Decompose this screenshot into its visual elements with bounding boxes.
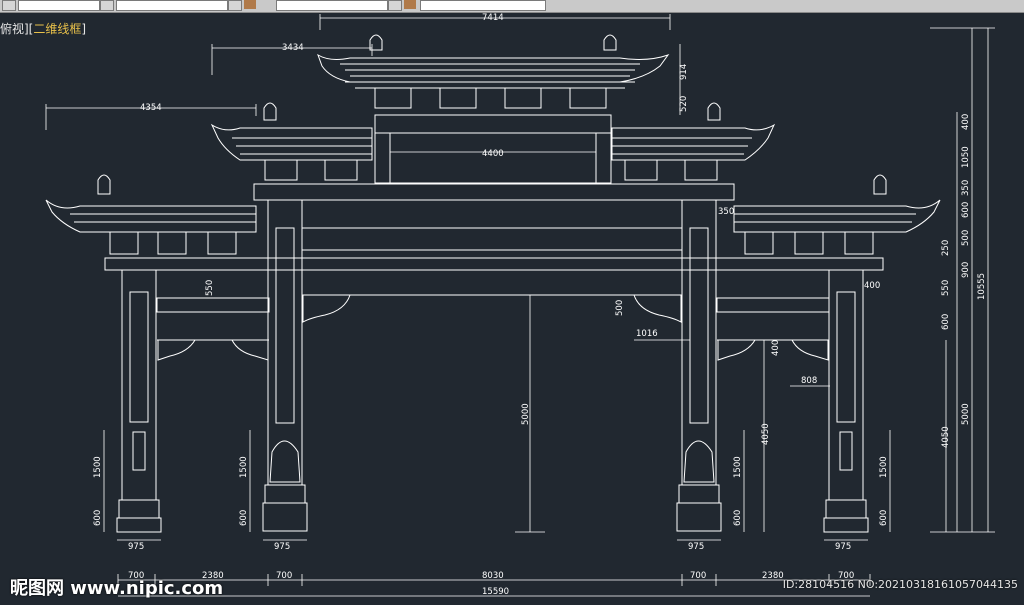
stone-lion-icon [269,440,301,483]
dim-base-600-b: 600 [239,510,249,526]
dim-right-350: 350 [961,180,971,196]
layer-field[interactable] [18,0,100,11]
dimension-lines [45,14,995,597]
dim-seg-700-d: 700 [838,571,854,581]
dim-right-600b: 600 [941,314,951,330]
dim-base-600-a: 600 [93,510,103,526]
dim-right-5000: 5000 [961,403,971,425]
dim-post-400: 400 [864,281,880,291]
dim-right-900: 900 [961,262,971,278]
roof-ornament-icon [263,102,277,121]
dim-right-500: 500 [961,230,971,246]
dim-height-500: 500 [615,300,625,316]
dim-right-1050: 1050 [961,146,971,168]
dim-beam-350: 350 [718,207,734,217]
post-outer-right [823,269,869,533]
roof-ornament-icon [707,102,721,121]
dim-total-width: 15590 [482,587,509,597]
roof-ornament-icon [873,174,887,195]
layer-dropdown-button[interactable] [100,0,114,11]
dim-base-975-b: 975 [274,542,290,552]
dim-base-1500-c: 1500 [733,456,743,478]
dim-total-height: 10555 [977,273,987,300]
dim-base-1500-a: 1500 [93,456,103,478]
roof-ornament-icon [97,174,111,195]
carved-bracket-icon [717,339,756,361]
mid-roof-left [210,102,373,181]
dim-base-600-c: 600 [733,510,743,526]
mid-roof-right [611,102,776,181]
dim-roof-914: 914 [679,64,689,80]
dim-seg-700-a: 700 [128,571,144,581]
view-mode-label[interactable]: 二维线框 [33,22,82,36]
lineweight-icon [404,0,416,9]
dim-base-975-a: 975 [128,542,144,552]
top-roof [317,34,670,109]
lineweight-field[interactable] [420,0,546,11]
carved-bracket-icon [791,339,829,361]
color-dropdown-button[interactable] [228,0,242,11]
viewport-label[interactable]: 俯视][二维线框] [0,20,86,37]
dim-height-550: 550 [205,280,215,296]
dim-right-600: 600 [961,202,971,218]
dim-seg-2380-a: 2380 [202,571,224,581]
dim-height-400: 400 [771,340,781,356]
dim-right-4050: 4050 [941,426,951,448]
post-inner-right [676,199,722,532]
dim-seg-700-c: 700 [690,571,706,581]
toolbar [0,0,1024,13]
dim-right-400: 400 [961,114,971,130]
post-inner-left [262,199,308,532]
dim-base-1500-d: 1500 [879,456,889,478]
dim-side-height: 4050 [761,423,771,445]
color-field[interactable] [116,0,228,11]
viewport-prefix: 俯视][ [0,22,34,36]
dim-mid-roof: 3434 [282,43,304,53]
dim-right-550: 550 [941,280,951,296]
dim-right-250: 250 [941,240,951,256]
dim-base-600-d: 600 [879,510,889,526]
dim-seg-8030: 8030 [482,571,504,581]
dim-side-roof: 4354 [140,103,162,113]
carved-bracket-icon [633,294,682,323]
dim-base-975-d: 975 [835,542,851,552]
toolbar-icon-button[interactable] [2,0,16,11]
dim-seg-700-b: 700 [276,571,292,581]
dim-base-1500-b: 1500 [239,456,249,478]
side-roof-right [733,174,941,255]
roof-ornament-icon [369,34,383,51]
image-id-watermark: ID:28104516 NO:20210318161057044135 [782,578,1018,591]
carved-bracket-icon [302,294,351,323]
dim-seg-2380-b: 2380 [762,571,784,581]
post-outer-left [116,269,162,533]
carved-bracket-icon [157,339,196,361]
dim-roof-520: 520 [679,96,689,112]
dim-base-975-c: 975 [688,542,704,552]
side-roof-left [45,174,257,255]
linetype-dropdown-button[interactable] [388,0,402,11]
dim-top-width: 7414 [482,13,504,23]
linetype-icon [244,0,256,9]
dim-center-height: 5000 [521,403,531,425]
linetype-field[interactable] [276,0,388,11]
site-watermark: 昵图网 www.nipic.com [10,578,224,599]
viewport-suffix: ] [81,22,87,36]
carved-bracket-icon [231,339,269,361]
dim-center-span: 4400 [482,149,504,159]
roof-ornament-icon [603,34,617,51]
dim-bracket-808: 808 [801,376,817,386]
dim-bracket-1016: 1016 [636,329,658,339]
stone-lion-icon [683,440,715,483]
